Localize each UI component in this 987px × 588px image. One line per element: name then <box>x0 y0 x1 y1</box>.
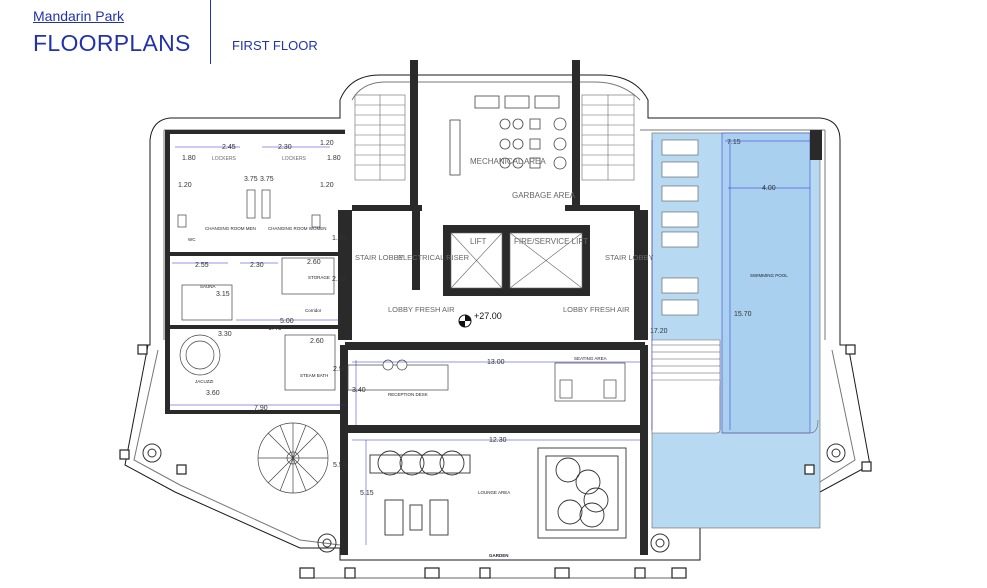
tree-icons <box>142 443 846 553</box>
dim-5-00: 5.00 <box>280 318 294 325</box>
dim-4-00: 4.00 <box>762 185 776 192</box>
room-label-lockers-women: LOCKERS <box>282 156 307 162</box>
room-label-changing-men: CHANGING ROOM MEN <box>205 226 256 231</box>
page-title: FLOORPLANS <box>33 30 191 56</box>
dim-6-40: 6.40 <box>268 325 282 332</box>
spa-fixtures <box>177 189 626 402</box>
room-label-reception: RECEPTION DESK <box>388 392 428 397</box>
dim-1-20-left: 1.20 <box>178 182 192 189</box>
floor-label: FIRST FLOOR <box>232 38 318 53</box>
dim-2-55: 2.55 <box>195 262 209 269</box>
page-header: Mandarin Park FLOORPLANS FIRST FLOOR <box>0 0 987 70</box>
header-divider <box>210 0 211 64</box>
dim-2-60-bottom: 2.60 <box>310 338 324 345</box>
room-label-lobby-fresh-air-right: LOBBY FRESH AIR <box>563 305 630 314</box>
dim-1-60: 1.60 <box>332 235 346 242</box>
dim-5-55: 5.55 <box>333 462 347 469</box>
structure-walls <box>165 60 822 555</box>
dim-17-20: 17.20 <box>650 328 668 335</box>
room-label-steam-bath: STEAM BATH <box>300 373 328 378</box>
room-label-garbage: GARBAGE AREA <box>512 191 576 200</box>
room-label-stair-lobby-right: STAIR LOBBY <box>605 253 654 262</box>
dim-3-75-left: 3.75 <box>244 176 258 183</box>
dim-1-20-top: 1.20 <box>320 140 334 147</box>
columns <box>119 344 872 579</box>
room-label-fire-service-lift: FIRE/SERVICE LIFT <box>514 237 588 246</box>
dim-3-15: 3.15 <box>216 291 230 298</box>
dim-3-40: 3.40 <box>352 387 366 394</box>
dim-15-70: 15.70 <box>734 311 752 318</box>
dim-13-00: 13.00 <box>487 359 505 366</box>
lounge-furniture <box>369 447 627 539</box>
room-label-storage: STORAGE <box>308 275 330 280</box>
room-label-corridor: Corridor <box>305 308 322 313</box>
room-label-wc: WC <box>188 237 196 242</box>
dim-1-80-left: 1.80 <box>182 155 196 162</box>
lift-shafts <box>450 232 583 289</box>
dim-2-60-top: 2.60 <box>307 259 321 266</box>
room-label-lobby-fresh-air-left: LOBBY FRESH AIR <box>388 305 455 314</box>
room-label-lounge: LOUNGE AREA <box>478 490 510 495</box>
room-label-garden: GARDEN <box>489 553 509 558</box>
room-label-jacuzzi: JACUZZI <box>195 379 214 384</box>
dim-3-60: 3.60 <box>206 390 220 397</box>
dim-3-75-right: 3.75 <box>260 176 274 183</box>
dim-1-20-right: 1.20 <box>320 182 334 189</box>
room-label-electrical-riser: ELECTRICAL RISER <box>398 253 470 262</box>
level-label: +27.00 <box>474 311 502 321</box>
dimension-lines <box>170 140 810 545</box>
dim-2-00: 2.00 <box>332 276 346 283</box>
mechanical-equipment <box>449 95 567 176</box>
dim-5-15: 5.15 <box>360 490 374 497</box>
room-label-changing-women: CHANGING ROOM WOMEN <box>268 226 327 231</box>
dim-7-90: 7.90 <box>254 405 268 412</box>
dim-3-30: 3.30 <box>218 331 232 338</box>
dim-2-45: 2.45 <box>222 144 236 151</box>
dim-12-30: 12.30 <box>489 437 507 444</box>
level-marker-icon <box>458 314 472 328</box>
dim-7-15: 7.15 <box>727 139 741 146</box>
room-label-sauna: SAUNA <box>200 284 216 289</box>
brand-link[interactable]: Mandarin Park <box>33 8 125 24</box>
stairs <box>354 94 635 181</box>
dim-2-30-top: 2.30 <box>278 144 292 151</box>
room-label-stair-lobby-left: STAIR LOBBY <box>355 253 404 262</box>
room-label-mechanical: MECHANICAL AREA <box>470 157 546 166</box>
dim-2-30-mid: 2.30 <box>250 262 264 269</box>
dim-2-90: 2.90 <box>333 366 347 373</box>
pool-label: SWIMMING POOL <box>750 273 788 278</box>
room-label-seating: SEATING AREA <box>574 356 607 361</box>
swimming-pool: SWIMMING POOL <box>651 132 821 529</box>
room-label-lift: LIFT <box>470 237 487 246</box>
room-label-lockers-men: LOCKERS <box>212 156 237 162</box>
dim-1-80-right: 1.80 <box>327 155 341 162</box>
spiral-stair <box>257 422 329 494</box>
